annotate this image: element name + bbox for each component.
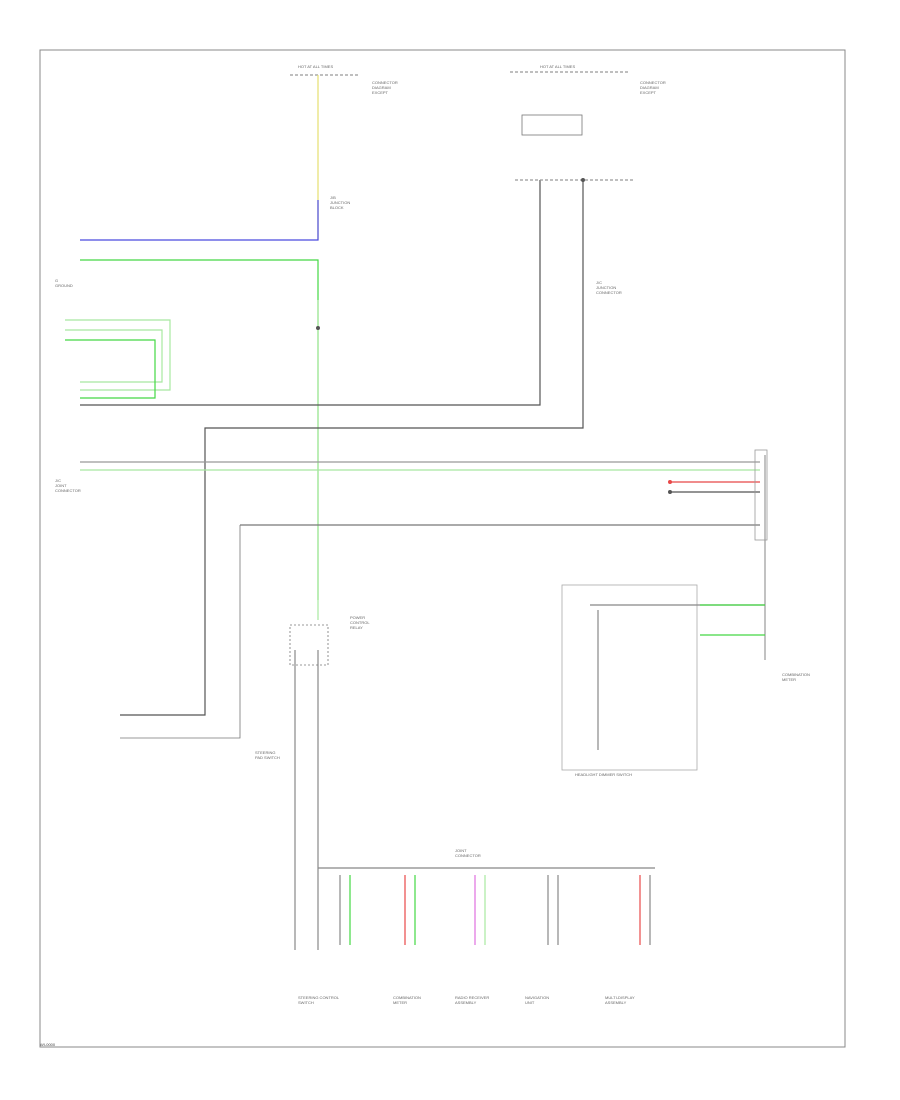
relay-box bbox=[289, 624, 329, 666]
headlight-switch-box bbox=[561, 584, 698, 771]
wire-lg-2 bbox=[65, 329, 163, 383]
wire-green-main bbox=[80, 259, 319, 600]
junction-top-label: J/B JUNCTION BLOCK bbox=[330, 195, 351, 210]
left-connector-label: J/C JOINT CONNECTOR bbox=[55, 478, 81, 493]
wire-lg-1 bbox=[65, 319, 171, 391]
junction-right-label: J/C JUNCTION CONNECTOR bbox=[596, 280, 622, 295]
wire-blue bbox=[80, 200, 319, 241]
diagram-footer-code: WI-0000 bbox=[40, 1042, 56, 1047]
top-right-fuse-label: HOT AT ALL TIMES bbox=[540, 64, 576, 69]
bottom-component-2: COMBINATION METER bbox=[393, 995, 421, 1005]
top-right-note: CONNECTOR DIAGRAM EXCEPT bbox=[640, 80, 666, 95]
relay-box-label: POWER CONTROL RELAY bbox=[350, 615, 370, 630]
junction-dot-2 bbox=[668, 480, 672, 484]
bottom-component-3: RADIO RECEIVER ASSEMBLY bbox=[455, 995, 490, 1005]
bottom-component-5: MULTI-DISPLAY ASSEMBLY bbox=[605, 995, 635, 1005]
bottom-joint-label: JOINT CONNECTOR bbox=[455, 848, 481, 858]
combination-meter-label: COMBINATION METER bbox=[782, 672, 810, 682]
left-ground-label: G GROUND bbox=[55, 278, 73, 288]
wire-lg-3 bbox=[65, 339, 156, 399]
wire-gray-2 bbox=[120, 180, 584, 716]
junction-dot-4 bbox=[581, 178, 585, 182]
junction-dot-1 bbox=[316, 326, 320, 330]
junction-dot-3 bbox=[668, 490, 672, 494]
combination-meter-connector bbox=[754, 449, 768, 541]
switch-unit-label: STEERING PAD SWITCH bbox=[255, 750, 280, 760]
top-left-note: CONNECTOR DIAGRAM EXCEPT bbox=[372, 80, 398, 95]
headlight-switch-label: HEADLIGHT DIMMER SWITCH bbox=[575, 772, 633, 777]
bottom-component-1: STEERING CONTROL SWITCH bbox=[298, 995, 340, 1005]
top-left-fuse-label: HOT AT ALL TIMES bbox=[298, 64, 334, 69]
bottom-component-4: NAVIGATION UNIT bbox=[525, 995, 550, 1005]
wire-ground-drop bbox=[120, 525, 241, 739]
diagram-frame bbox=[39, 49, 846, 1048]
top-right-component bbox=[521, 114, 583, 136]
wire-gray-1 bbox=[80, 180, 541, 406]
